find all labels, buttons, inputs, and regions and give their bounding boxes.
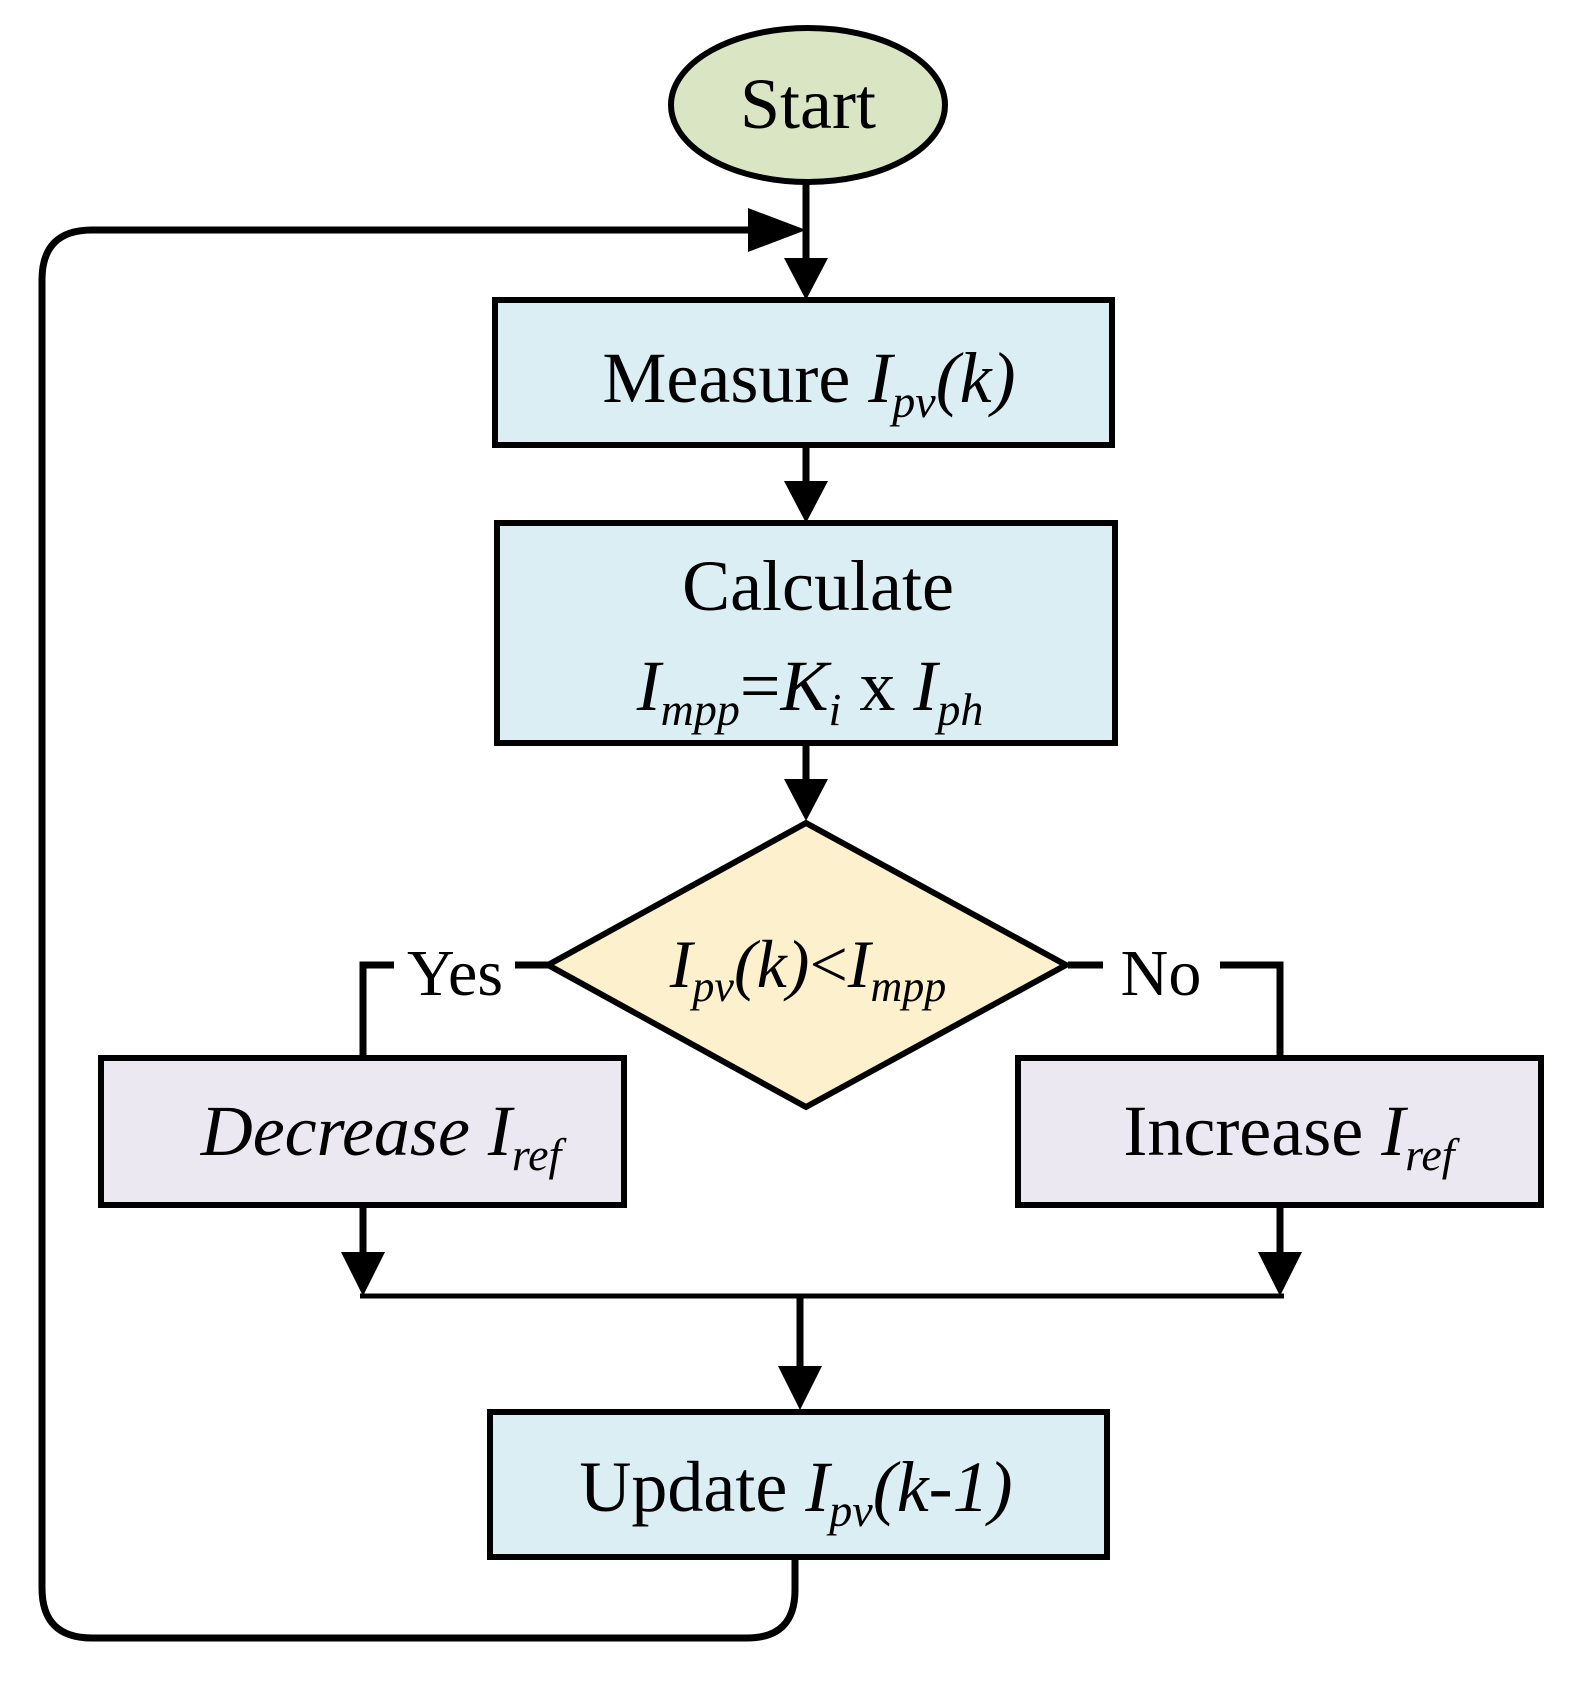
yes-label: Yes (407, 937, 503, 1010)
cond-b-main: I (847, 926, 874, 1002)
increase-text: Increase Iref (1123, 1091, 1460, 1180)
cond-a-sub: pv (689, 962, 734, 1011)
cond-a-main: I (669, 926, 696, 1002)
update-label: Update (579, 1447, 805, 1527)
connector-loop-back (38, 226, 799, 1642)
arrowhead-measure (784, 258, 828, 300)
decrease-label: Decrease (200, 1091, 488, 1171)
no-label: No (1121, 937, 1202, 1010)
update-var-suffix: (k-1) (873, 1447, 1013, 1527)
decrease-box (98, 1055, 627, 1208)
calculate-label: Calculate (682, 546, 954, 626)
measure-var-suffix: (k) (936, 338, 1016, 418)
decision-condition: Ipv(k)<Impp (669, 926, 946, 1011)
formula-rhs-main: I (912, 646, 940, 726)
connector-no-drop (1220, 961, 1284, 1058)
formula-k-main: K (780, 646, 833, 726)
measure-text: Measure Ipv(k) (602, 338, 1015, 427)
arrowhead-loop-back (748, 208, 806, 252)
start-ellipse (668, 25, 948, 185)
arrowhead-calculate (784, 481, 828, 523)
update-node: Update Ipv(k-1) (487, 1409, 1110, 1560)
decrease-var-main: I (487, 1091, 515, 1171)
measure-box (492, 297, 1115, 448)
arrowhead-decision (784, 779, 828, 821)
arrowhead-update (778, 1366, 822, 1410)
update-var-main: I (804, 1447, 832, 1527)
decrease-node: Decrease Iref (98, 1055, 627, 1208)
measure-var-main: I (867, 338, 895, 418)
update-text: Update Ipv(k-1) (579, 1447, 1012, 1536)
cond-op: < (809, 926, 847, 1002)
calculate-node: Calculate Impp=Ki x Iph (494, 520, 1118, 746)
arrowhead-decrease-merge (341, 1252, 385, 1296)
increase-var-sub: ref (1405, 1129, 1461, 1180)
increase-node: Increase Iref (1015, 1055, 1544, 1208)
measure-node: Measure Ipv(k) (492, 297, 1115, 448)
update-box (487, 1409, 1110, 1560)
decrease-var-sub: ref (512, 1129, 568, 1180)
formula-rhs-sub: ph (934, 684, 983, 735)
formula-lhs-sub: mpp (661, 684, 740, 735)
calculate-formula: Impp=Ki x Iph (636, 646, 984, 735)
calculate-box (494, 520, 1118, 746)
cond-b-sub: mpp (870, 962, 946, 1011)
formula-eq: = (740, 646, 781, 726)
connectors (38, 182, 1302, 1642)
formula-times: x (841, 646, 913, 726)
connector-yes-drop (359, 961, 394, 1058)
measure-label: Measure (602, 338, 850, 418)
decision-node: Ipv(k)<Impp (541, 819, 1073, 1111)
increase-label: Increase (1123, 1091, 1381, 1171)
arrowhead-increase-merge (1258, 1252, 1302, 1296)
formula-lhs-main: I (636, 646, 664, 726)
increase-box (1015, 1055, 1544, 1208)
increase-var-main: I (1380, 1091, 1408, 1171)
formula-k-sub: i (829, 684, 842, 735)
decision-diamond (541, 819, 1073, 1111)
decrease-text: Decrease Iref (200, 1091, 568, 1180)
update-var-sub: pv (826, 1485, 873, 1536)
start-label: Start (740, 64, 876, 144)
cond-a-suffix: (k) (734, 926, 809, 1002)
start-node: Start (668, 25, 948, 185)
measure-var-sub: pv (889, 376, 936, 427)
